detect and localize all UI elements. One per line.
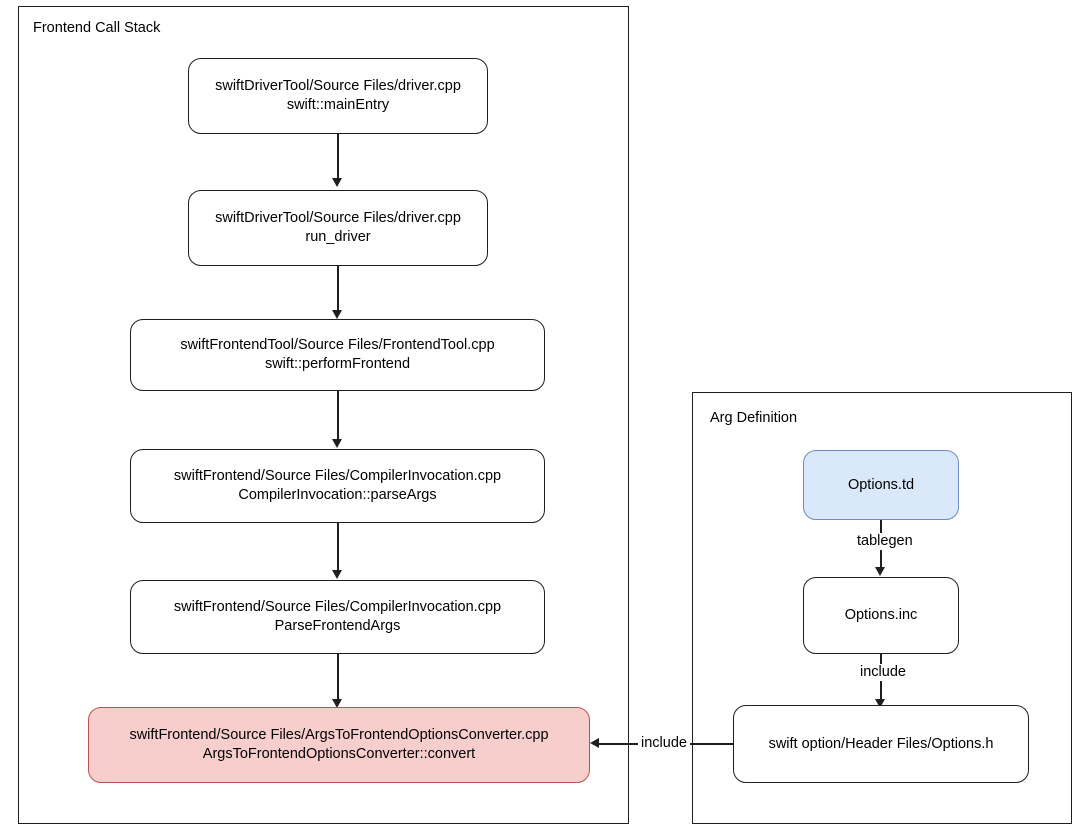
node-run-driver-line2: run_driver xyxy=(305,229,371,245)
node-options-td-text: Options.td xyxy=(847,476,915,493)
node-parse-frontend-args[interactable]: swiftFrontend/Source Files/CompilerInvoc… xyxy=(130,580,545,654)
node-options-td[interactable]: Options.td xyxy=(803,450,959,520)
container-label-frontend-call-stack: Frontend Call Stack xyxy=(33,20,161,36)
node-perform-frontend[interactable]: swiftFrontendTool/Source Files/FrontendT… xyxy=(130,319,545,391)
node-options-inc[interactable]: Options.inc xyxy=(803,577,959,654)
arrowhead-parse-args-to-parse-frontend-args xyxy=(332,570,342,579)
node-args-converter-text: swiftFrontend/Source Files/ArgsToFronten… xyxy=(123,726,554,764)
node-args-converter-line1: swiftFrontend/Source Files/ArgsToFronten… xyxy=(129,727,549,743)
arrowhead-options-td-to-options-inc xyxy=(875,567,885,576)
node-run-driver-line1: swiftDriverTool/Source Files/driver.cpp xyxy=(215,210,461,226)
node-options-h[interactable]: swift option/Header Files/Options.h xyxy=(733,705,1029,783)
arrowhead-perform-frontend-to-parse-args xyxy=(332,439,342,448)
node-main-entry[interactable]: swiftDriverTool/Source Files/driver.cpp s… xyxy=(188,58,488,134)
node-main-entry-line2: swift::mainEntry xyxy=(286,97,390,113)
arrowhead-parse-frontend-args-to-args-converter xyxy=(332,699,342,708)
node-parse-frontend-args-line2: ParseFrontendArgs xyxy=(274,618,401,634)
edge-label-include-vertical: include xyxy=(857,664,909,681)
node-args-converter-line2: ArgsToFrontendOptionsConverter::convert xyxy=(202,746,476,762)
node-options-h-text: swift option/Header Files/Options.h xyxy=(768,735,994,752)
node-parse-args-line1: swiftFrontend/Source Files/CompilerInvoc… xyxy=(173,468,502,484)
node-args-converter[interactable]: swiftFrontend/Source Files/ArgsToFronten… xyxy=(88,707,590,783)
node-perform-frontend-line2: swift::performFrontend xyxy=(264,356,411,372)
node-parse-args-text: swiftFrontend/Source Files/CompilerInvoc… xyxy=(168,467,507,505)
container-frontend-call-stack xyxy=(18,6,629,824)
arrowhead-run-driver-to-perform-frontend xyxy=(332,310,342,319)
node-parse-args-line2: CompilerInvocation::parseArgs xyxy=(238,487,437,503)
edge-label-tablegen: tablegen xyxy=(854,533,916,550)
edge-main-entry-to-run-driver xyxy=(337,134,339,178)
arrowhead-main-entry-to-run-driver xyxy=(332,178,342,187)
node-perform-frontend-line1: swiftFrontendTool/Source Files/FrontendT… xyxy=(180,337,495,353)
node-parse-frontend-args-line1: swiftFrontend/Source Files/CompilerInvoc… xyxy=(173,599,502,615)
node-parse-args[interactable]: swiftFrontend/Source Files/CompilerInvoc… xyxy=(130,449,545,523)
edge-parse-frontend-args-to-args-converter xyxy=(337,654,339,699)
node-main-entry-line1: swiftDriverTool/Source Files/driver.cpp xyxy=(215,78,461,94)
node-main-entry-text: swiftDriverTool/Source Files/driver.cpp s… xyxy=(209,77,467,115)
edge-perform-frontend-to-parse-args xyxy=(337,391,339,439)
node-run-driver[interactable]: swiftDriverTool/Source Files/driver.cpp r… xyxy=(188,190,488,266)
container-label-arg-definition: Arg Definition xyxy=(710,410,798,426)
edge-label-include-horizontal: include xyxy=(638,735,690,752)
node-options-inc-text: Options.inc xyxy=(844,607,918,623)
node-run-driver-text: swiftDriverTool/Source Files/driver.cpp r… xyxy=(209,209,467,247)
arrowhead-options-h-to-args-converter xyxy=(590,738,599,748)
edge-parse-args-to-parse-frontend-args xyxy=(337,523,339,570)
node-perform-frontend-text: swiftFrontendTool/Source Files/FrontendT… xyxy=(174,336,500,374)
arrowhead-options-inc-to-options-h xyxy=(875,699,885,708)
node-parse-frontend-args-text: swiftFrontend/Source Files/CompilerInvoc… xyxy=(168,598,507,636)
edge-run-driver-to-perform-frontend xyxy=(337,266,339,310)
